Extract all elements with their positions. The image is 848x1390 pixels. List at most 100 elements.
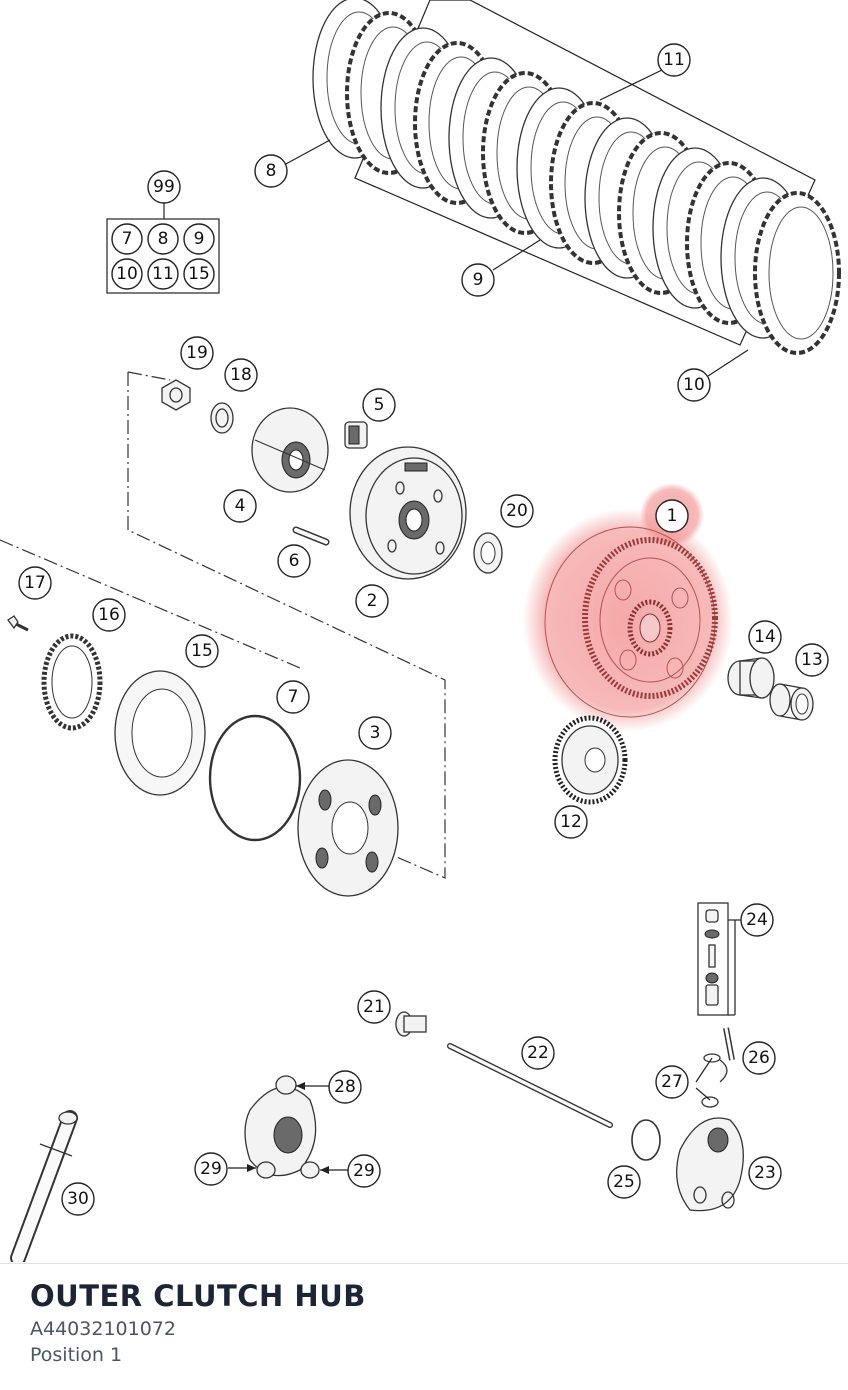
part-6-pin[interactable]: [292, 526, 330, 546]
part-20-washer[interactable]: [473, 532, 503, 574]
callout-7[interactable]: 7: [276, 680, 310, 714]
svg-text:26: 26: [748, 1048, 770, 1068]
callout-30[interactable]: 30: [61, 1182, 95, 1216]
callout-19[interactable]: 19: [180, 336, 214, 370]
svg-text:15: 15: [188, 264, 210, 284]
part-15-pressure-plate-disc[interactable]: [114, 670, 206, 796]
callout-5[interactable]: 5: [362, 388, 396, 422]
part-7-ring[interactable]: [208, 714, 302, 842]
part-12-gear[interactable]: [552, 715, 628, 805]
svg-text:7: 7: [288, 687, 299, 707]
callout-22[interactable]: 22: [521, 1036, 555, 1070]
part-23-slave-cylinder[interactable]: [676, 1117, 744, 1212]
svg-text:23: 23: [754, 1163, 776, 1183]
callout-20[interactable]: 20: [500, 494, 534, 528]
callout-10[interactable]: 10: [677, 368, 711, 402]
callout-21[interactable]: 21: [357, 990, 391, 1024]
part-number: A44032101072: [30, 1318, 176, 1340]
part-26-banjo-bolt[interactable]: [703, 1027, 735, 1083]
svg-text:10: 10: [683, 375, 705, 395]
svg-text:4: 4: [235, 496, 246, 516]
svg-text:30: 30: [67, 1189, 89, 1209]
svg-text:9: 9: [194, 229, 205, 249]
svg-text:27: 27: [661, 1072, 683, 1092]
callout-26[interactable]: 26: [742, 1041, 776, 1075]
part-25-o-ring[interactable]: [631, 1119, 661, 1161]
svg-text:99: 99: [153, 177, 175, 197]
callout-25[interactable]: 25: [607, 1165, 641, 1199]
svg-text:8: 8: [266, 161, 277, 181]
callout-15[interactable]: 15: [185, 634, 219, 668]
svg-text:16: 16: [98, 605, 120, 625]
callout-99[interactable]: 99: [147, 170, 181, 204]
part-28-clutch-cover[interactable]: [228, 1075, 350, 1179]
callout-11[interactable]: 11: [657, 43, 691, 77]
part-5-bearing-block[interactable]: [344, 421, 368, 449]
callout-28[interactable]: 28: [328, 1070, 362, 1104]
kit-item-15[interactable]: 15: [183, 258, 215, 290]
part-16-thrust-bearing[interactable]: [41, 633, 103, 731]
clutch-plate[interactable]: [753, 191, 841, 355]
part-3-pressure-plate[interactable]: [297, 759, 399, 897]
svg-text:8: 8: [158, 229, 169, 249]
part-24-valve-kit[interactable]: [697, 902, 742, 1016]
part-1-outer-clutch-hub[interactable]: [523, 483, 733, 732]
kit-item-9[interactable]: 9: [183, 223, 215, 255]
part-info-panel: OUTER CLUTCH HUB A44032101072 Position 1: [30, 1276, 366, 1368]
kit-item-7[interactable]: 7: [111, 223, 143, 255]
part-19-nut[interactable]: [161, 379, 191, 411]
part-22-push-rod[interactable]: [447, 1043, 613, 1128]
callout-29[interactable]: 29: [194, 1152, 228, 1186]
callout-17[interactable]: 17: [18, 566, 52, 600]
part-2-inner-hub[interactable]: [349, 446, 467, 580]
part-18-washer[interactable]: [210, 402, 234, 434]
svg-text:1: 1: [667, 506, 678, 526]
part-13-sleeve[interactable]: [769, 683, 814, 721]
callout-24[interactable]: 24: [740, 903, 774, 937]
part-30-grease-syringe[interactable]: [10, 1110, 78, 1262]
callout-27[interactable]: 27: [655, 1065, 689, 1099]
svg-text:14: 14: [754, 627, 776, 647]
svg-text:3: 3: [370, 723, 381, 743]
svg-text:28: 28: [334, 1077, 356, 1097]
part-position: Position 1: [30, 1344, 123, 1366]
svg-text:18: 18: [230, 365, 252, 385]
callout-1[interactable]: 1: [655, 499, 689, 533]
callout-labels: 1234567891011121314151617181920212223242…: [18, 43, 829, 1216]
svg-text:17: 17: [24, 573, 46, 593]
kit-item-10[interactable]: 10: [111, 258, 143, 290]
kit-item-11[interactable]: 11: [147, 258, 179, 290]
part-21-piston[interactable]: [395, 1011, 427, 1037]
callout-13[interactable]: 13: [795, 643, 829, 677]
part-title: OUTER CLUTCH HUB: [30, 1279, 366, 1313]
clutch-plate-inner: [768, 206, 834, 340]
callout-4[interactable]: 4: [223, 489, 257, 523]
part-27-seal-washer[interactable]: [701, 1096, 719, 1108]
kit-item-8[interactable]: 8: [147, 223, 179, 255]
svg-text:5: 5: [374, 395, 385, 415]
callout-16[interactable]: 16: [92, 598, 126, 632]
svg-text:19: 19: [186, 343, 208, 363]
part-14-bushing[interactable]: [727, 657, 775, 699]
svg-text:13: 13: [801, 650, 823, 670]
callout-18[interactable]: 18: [224, 358, 258, 392]
callout-8[interactable]: 8: [254, 154, 288, 188]
svg-text:29: 29: [200, 1159, 222, 1179]
callout-9[interactable]: 9: [461, 263, 495, 297]
svg-text:11: 11: [663, 50, 685, 70]
callout-3[interactable]: 3: [358, 716, 392, 750]
svg-text:2: 2: [367, 591, 378, 611]
callout-29[interactable]: 29: [347, 1154, 381, 1188]
callout-14[interactable]: 14: [748, 620, 782, 654]
part-4-hub[interactable]: [251, 407, 329, 493]
svg-text:7: 7: [122, 229, 133, 249]
callout-23[interactable]: 23: [748, 1156, 782, 1190]
callout-6[interactable]: 6: [277, 544, 311, 578]
svg-text:12: 12: [560, 812, 582, 832]
part-17-bolt[interactable]: [7, 615, 29, 632]
callout-12[interactable]: 12: [554, 805, 588, 839]
callout-2[interactable]: 2: [355, 584, 389, 618]
clutch-plate-stack[interactable]: [312, 0, 841, 355]
svg-text:6: 6: [289, 551, 300, 571]
